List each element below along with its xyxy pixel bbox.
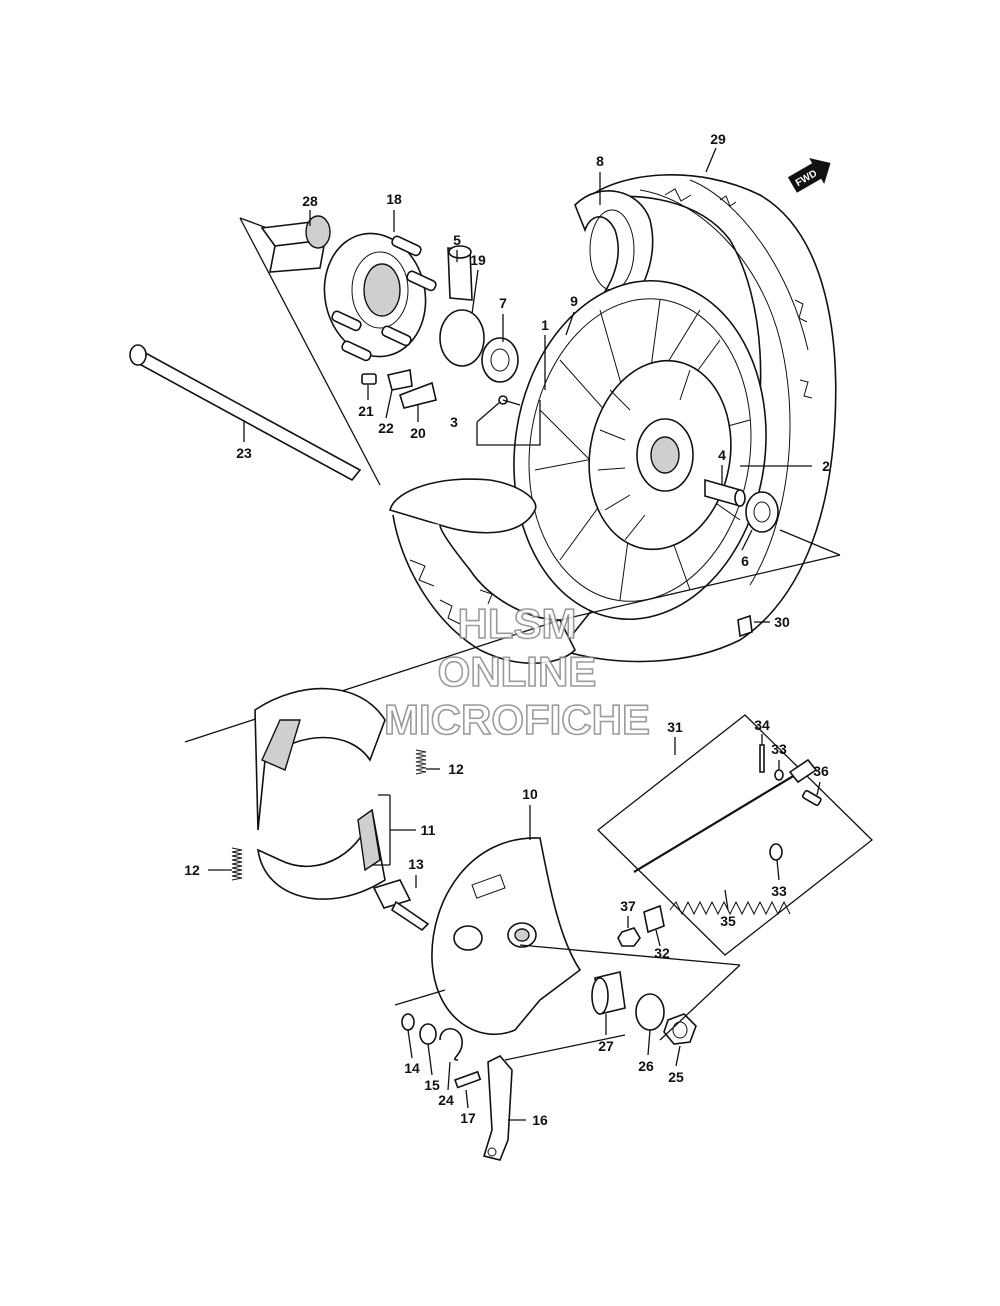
lock-washer-22 xyxy=(387,369,413,391)
callout-15: 15 xyxy=(424,1077,440,1093)
callout-23: 23 xyxy=(236,445,252,461)
callout-12-left: 12 xyxy=(184,862,200,878)
lower-assembly-lines xyxy=(394,944,741,1061)
brake-shoes xyxy=(254,687,386,900)
callout-2: 2 xyxy=(822,458,830,474)
callout-30: 30 xyxy=(774,614,790,630)
callout-36: 36 xyxy=(813,763,829,779)
wheel-hub xyxy=(588,359,732,551)
callout-28: 28 xyxy=(302,193,318,209)
callout-3: 3 xyxy=(450,414,458,430)
callout-29: 29 xyxy=(710,131,726,147)
callout-31: 31 xyxy=(667,719,683,735)
washer-33-lower xyxy=(769,843,783,861)
rear-axle xyxy=(129,344,362,482)
sprocket-drum xyxy=(323,232,437,362)
callout-1: 1 xyxy=(541,317,549,333)
callout-20: 20 xyxy=(410,425,426,441)
spring-12-top xyxy=(415,749,427,775)
callout-5: 5 xyxy=(453,232,461,248)
callout-9: 9 xyxy=(570,293,578,309)
callout-14: 14 xyxy=(404,1060,420,1076)
watermark-line1: HLSM xyxy=(458,600,577,647)
callout-26: 26 xyxy=(638,1058,654,1074)
rod-spring-35 xyxy=(669,900,791,916)
fwd-arrow: FWD xyxy=(787,158,831,193)
callout-22: 22 xyxy=(378,420,394,436)
callout-34: 34 xyxy=(754,717,770,733)
joint-32 xyxy=(643,904,665,934)
callout-17: 17 xyxy=(460,1110,476,1126)
callout-33-upper: 33 xyxy=(771,741,787,757)
valve xyxy=(498,395,521,406)
callout-11: 11 xyxy=(421,822,436,838)
oil-seal-26 xyxy=(635,993,665,1031)
leader-lines xyxy=(208,147,821,1121)
assembly-lines xyxy=(184,529,841,743)
cotter-pin-30 xyxy=(737,614,753,638)
watermark-line3: MICROFICHE xyxy=(384,696,650,743)
brake-cam xyxy=(372,879,430,932)
plate-20 xyxy=(399,381,437,409)
collar xyxy=(447,245,473,301)
wheel-damper xyxy=(260,215,331,273)
brake-panel xyxy=(431,837,582,1035)
callout-33-lower: 33 xyxy=(771,883,787,899)
pin-36 xyxy=(801,789,822,806)
brake-cam-lever xyxy=(482,1055,513,1161)
o-ring xyxy=(439,309,485,367)
callout-7: 7 xyxy=(499,295,507,311)
callout-32: 32 xyxy=(654,945,670,961)
o-ring-14 xyxy=(401,1013,415,1031)
callout-4: 4 xyxy=(718,447,726,463)
callout-8: 8 xyxy=(596,153,604,169)
watermark: HLSM ONLINE MICROFICHE xyxy=(383,599,651,744)
callout-25: 25 xyxy=(668,1069,684,1085)
callout-27: 27 xyxy=(598,1038,614,1054)
bolt-21 xyxy=(361,373,377,385)
callout-13: 13 xyxy=(408,856,424,872)
callout-16: 16 xyxy=(532,1112,548,1128)
callout-35: 35 xyxy=(720,913,736,929)
callout-6: 6 xyxy=(741,553,749,569)
callout-labels: 1 2 3 4 5 6 7 8 9 10 11 12 12 13 14 15 1… xyxy=(184,131,830,1128)
callout-19: 19 xyxy=(470,252,486,268)
bearing-right xyxy=(745,491,779,533)
wear-indicator-24 xyxy=(439,1027,463,1061)
bearing-left xyxy=(481,337,519,383)
washer-15 xyxy=(419,1023,437,1045)
callout-10: 10 xyxy=(522,786,538,802)
washer-33-upper xyxy=(774,769,784,781)
bolt-17 xyxy=(453,1070,482,1089)
inner-tube-bottom xyxy=(389,478,576,664)
brake-rod xyxy=(633,758,818,873)
spacer-27 xyxy=(591,971,626,1015)
axle-nut-25 xyxy=(663,1013,697,1045)
spring-12-left xyxy=(231,847,243,881)
callout-24: 24 xyxy=(438,1092,454,1108)
callout-21: 21 xyxy=(358,403,374,419)
callout-18: 18 xyxy=(386,191,402,207)
nut-37 xyxy=(617,927,641,947)
spacer xyxy=(704,478,746,508)
watermark-line2: ONLINE xyxy=(438,648,597,695)
callout-12-top: 12 xyxy=(448,761,464,777)
callout-37: 37 xyxy=(620,898,636,914)
cotter-pin-34 xyxy=(759,744,765,773)
